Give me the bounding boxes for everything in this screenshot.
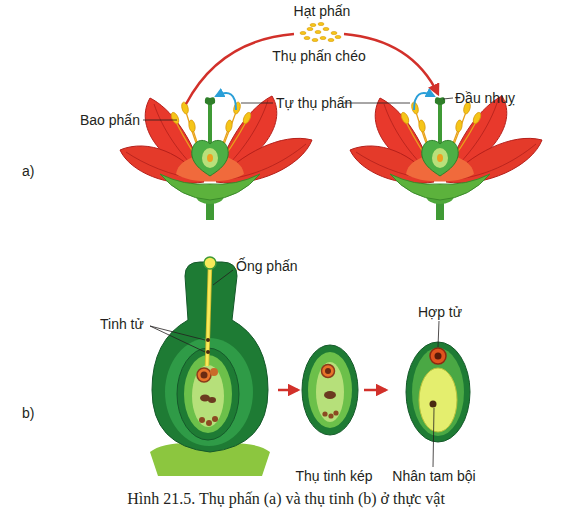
- sperm: [206, 350, 210, 354]
- part-label: Tinh tử: [100, 316, 144, 332]
- part-label: Nhân tam bội: [392, 468, 475, 484]
- self-pollination-arrow: [216, 93, 236, 110]
- sperm: [206, 338, 210, 342]
- ovule-tissue: [308, 352, 352, 428]
- leader-line: [150, 270, 233, 352]
- stigma: [204, 257, 216, 269]
- panel-label: a): [22, 163, 34, 179]
- pollen-grains: [300, 22, 341, 41]
- flower: [120, 96, 312, 220]
- part-label: Bao phấn: [80, 112, 140, 128]
- seed: [406, 342, 470, 442]
- cross-pollination-arrow: [344, 34, 438, 94]
- pistil: [152, 262, 268, 452]
- flower: [350, 96, 542, 220]
- embryo-sac: [192, 365, 224, 427]
- triploid-nucleus: [430, 401, 437, 408]
- stage-arrow: [364, 389, 386, 392]
- zygote-nucleus: [435, 353, 442, 360]
- leader-line: [433, 321, 439, 467]
- embryo-sac-cells: [197, 368, 218, 426]
- seed-tissue: [412, 348, 464, 436]
- ovule: [302, 345, 358, 435]
- embryo-sac-cells: [322, 365, 339, 419]
- part-label: Đầu nhuỵ: [455, 90, 515, 106]
- stage-arrow: [278, 389, 298, 392]
- pollen-tube-outline: [207, 266, 210, 366]
- part-label: Ống phấn: [236, 258, 298, 274]
- pollen-label: Hạt phấn: [294, 3, 351, 19]
- embryo-sac: [316, 362, 344, 422]
- zygote: [430, 348, 446, 364]
- process-label: Thụ phấn chéo: [272, 48, 365, 64]
- ovule-tissue: [184, 355, 232, 433]
- endosperm: [419, 368, 457, 432]
- panel-label: b): [22, 405, 34, 421]
- part-label: Hợp tử: [418, 304, 462, 320]
- process-label: Tự thụ phấn: [276, 95, 352, 111]
- figure-caption: Hình 21.5. Thụ phấn (a) và thụ tinh (b) …: [127, 490, 445, 508]
- pollen-tube: [207, 266, 210, 366]
- process-label: Thụ tinh kép: [295, 468, 372, 484]
- self-pollination-arrow: [414, 93, 434, 110]
- cross-pollination-arrow: [186, 34, 294, 104]
